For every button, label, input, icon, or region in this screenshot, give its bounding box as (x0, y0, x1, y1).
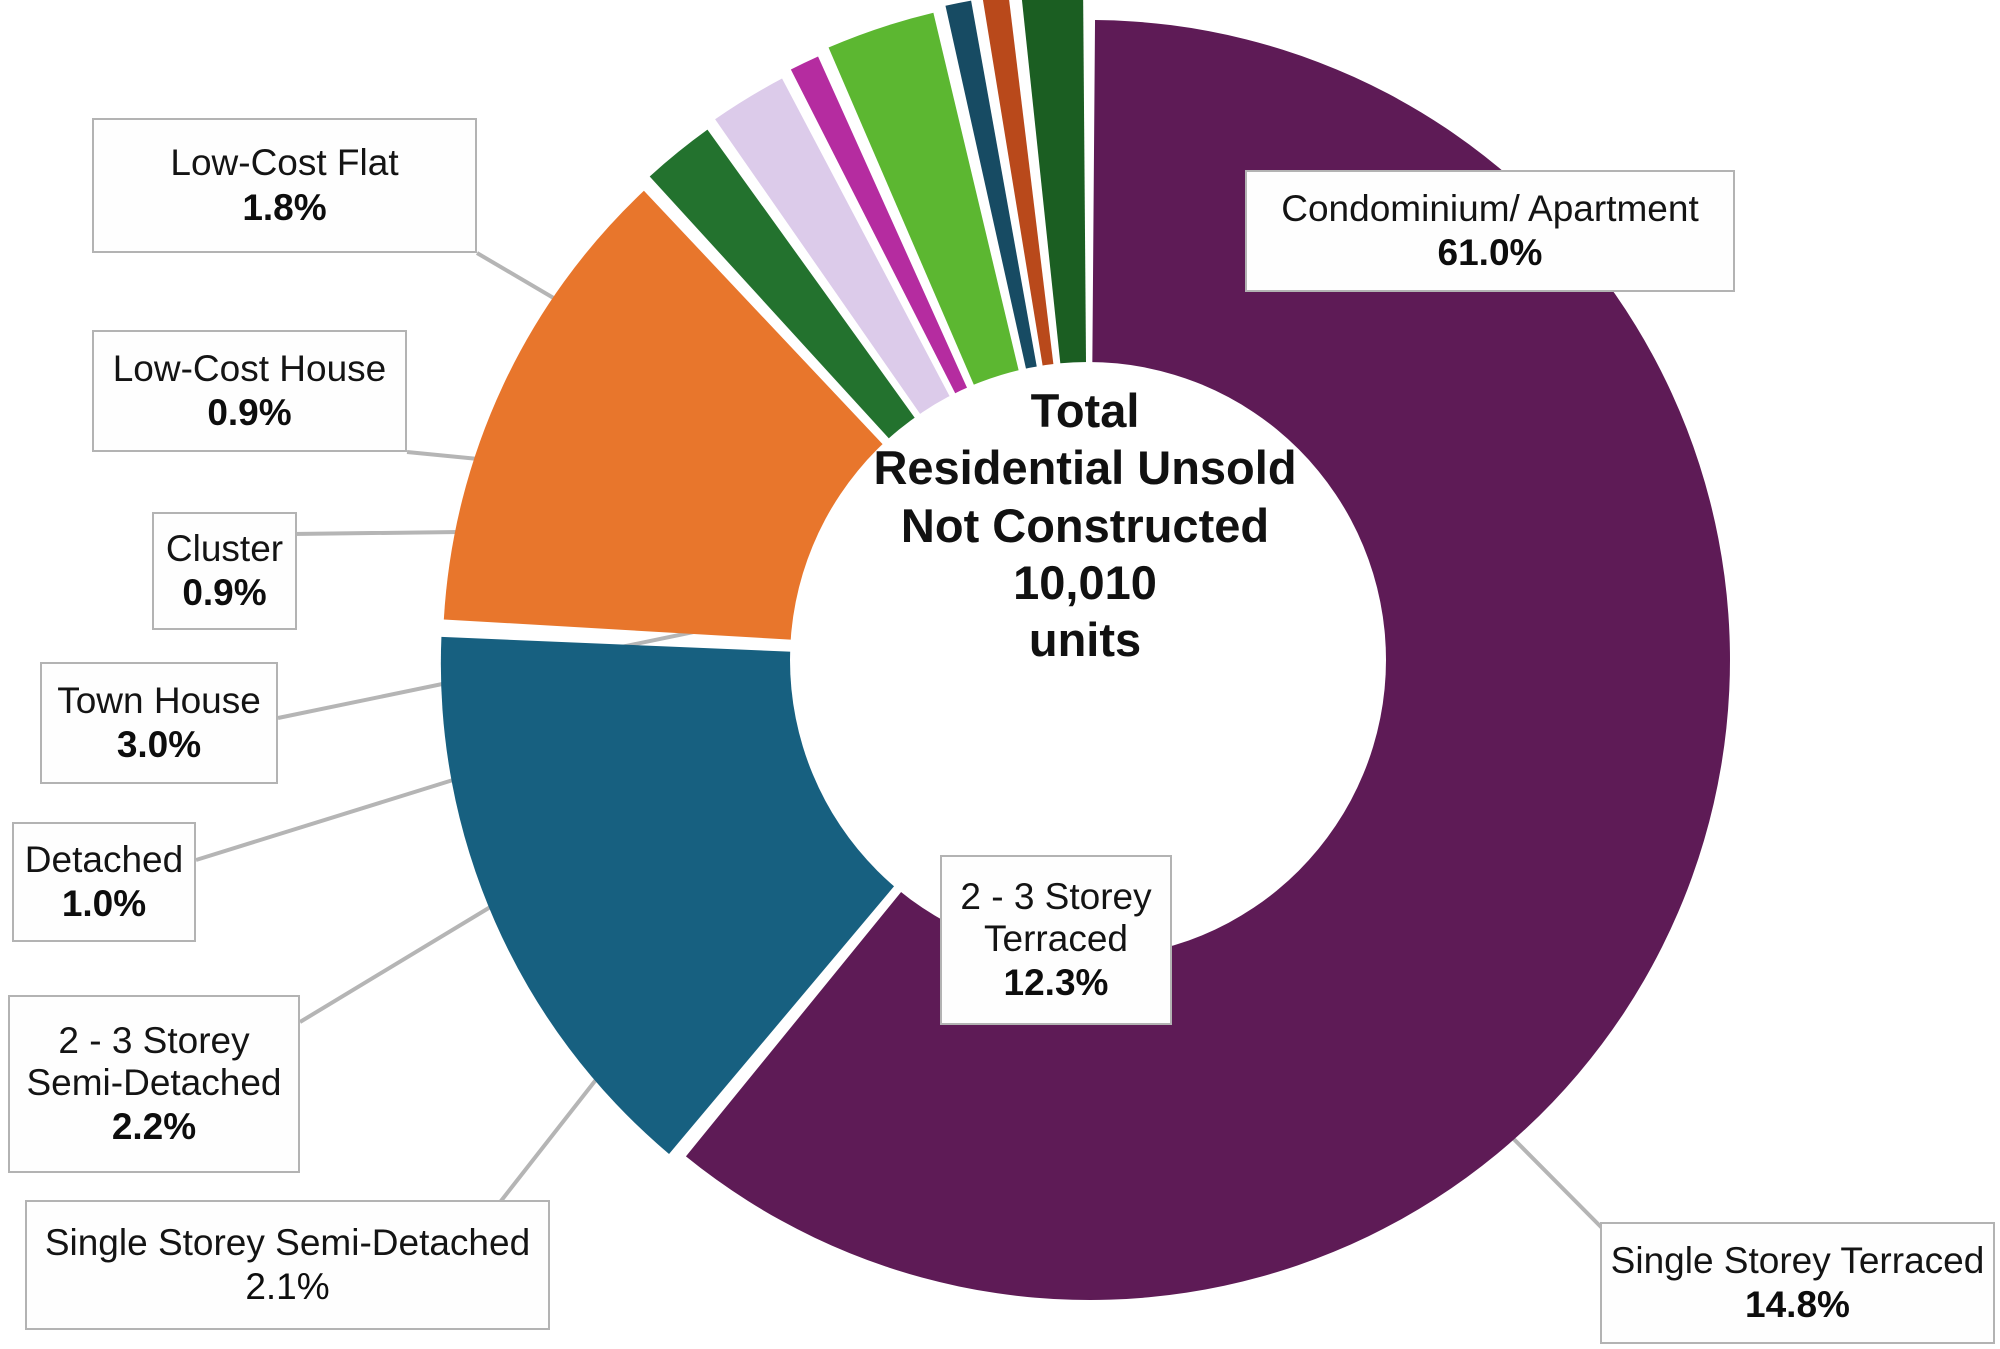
callout-value-low-cost-house: 0.9% (207, 392, 292, 433)
callout-detached[interactable]: Detached 1.0% (12, 822, 196, 942)
center-line-4: 10,010 (1013, 555, 1157, 609)
callout-label-single-storey-terraced: Single Storey Terraced (1610, 1239, 1985, 1281)
callout-cluster[interactable]: Cluster 0.9% (152, 512, 297, 630)
callout-low-cost-flat[interactable]: Low-Cost Flat 1.8% (92, 118, 477, 253)
callout-value-single-storey-semi-detached: 2.1% (245, 1266, 330, 1307)
callout-label-condominium-apartment: Condominium/ Apartment (1281, 187, 1699, 229)
callout-value-cluster: 0.9% (182, 572, 267, 613)
callout-value-condominium-apartment: 61.0% (1437, 232, 1543, 273)
center-total-text: Total Residential Unsold Not Constructed… (855, 382, 1315, 669)
callout-label-single-storey-semi-detached: Single Storey Semi-Detached (44, 1221, 531, 1263)
callout-value-single-storey-terraced: 14.8% (1745, 1284, 1850, 1325)
callout-value-detached: 1.0% (61, 883, 147, 924)
callout-value-2-3-storey-semi-detached: 2.2% (111, 1106, 197, 1148)
callout-label-low-cost-flat: Low-Cost Flat (170, 142, 399, 184)
callout-label-low-cost-house: Low-Cost House (112, 347, 387, 389)
callout-low-cost-house[interactable]: Low-Cost House 0.9% (92, 330, 407, 452)
callout-label-detached: Detached (24, 838, 184, 880)
callout-label-cluster: Cluster (165, 527, 284, 569)
donut-hole (790, 362, 1386, 958)
center-line-1: Total (1030, 384, 1140, 437)
callout-town-house[interactable]: Town House 3.0% (40, 662, 278, 784)
callout-single-storey-semi-detached[interactable]: Single Storey Semi-Detached 2.1% (25, 1200, 550, 1330)
callout-label-2-3-storey-terraced: 2 - 3 Storey Terraced (960, 875, 1152, 959)
callout-value-low-cost-flat: 1.8% (242, 186, 327, 228)
center-line-5: units (1028, 613, 1142, 667)
callout-condominium-apartment[interactable]: Condominium/ Apartment 61.0% (1245, 170, 1735, 292)
callout-value-2-3-storey-terraced: 12.3% (1003, 962, 1109, 1004)
callout-2-3-storey-terraced[interactable]: 2 - 3 Storey Terraced 12.3% (940, 855, 1172, 1025)
callout-value-town-house: 3.0% (116, 724, 202, 765)
callout-label-town-house: Town House (57, 679, 261, 721)
center-line-2: Residential Unsold (873, 441, 1297, 495)
center-line-3: Not Constructed (900, 498, 1270, 552)
callout-label-2-3-storey-semi-detached: 2 - 3 Storey Semi-Detached (26, 1019, 282, 1103)
callout-single-storey-terraced[interactable]: Single Storey Terraced 14.8% (1600, 1222, 1995, 1344)
callout-2-3-storey-semi-detached[interactable]: 2 - 3 Storey Semi-Detached 2.2% (8, 995, 300, 1173)
